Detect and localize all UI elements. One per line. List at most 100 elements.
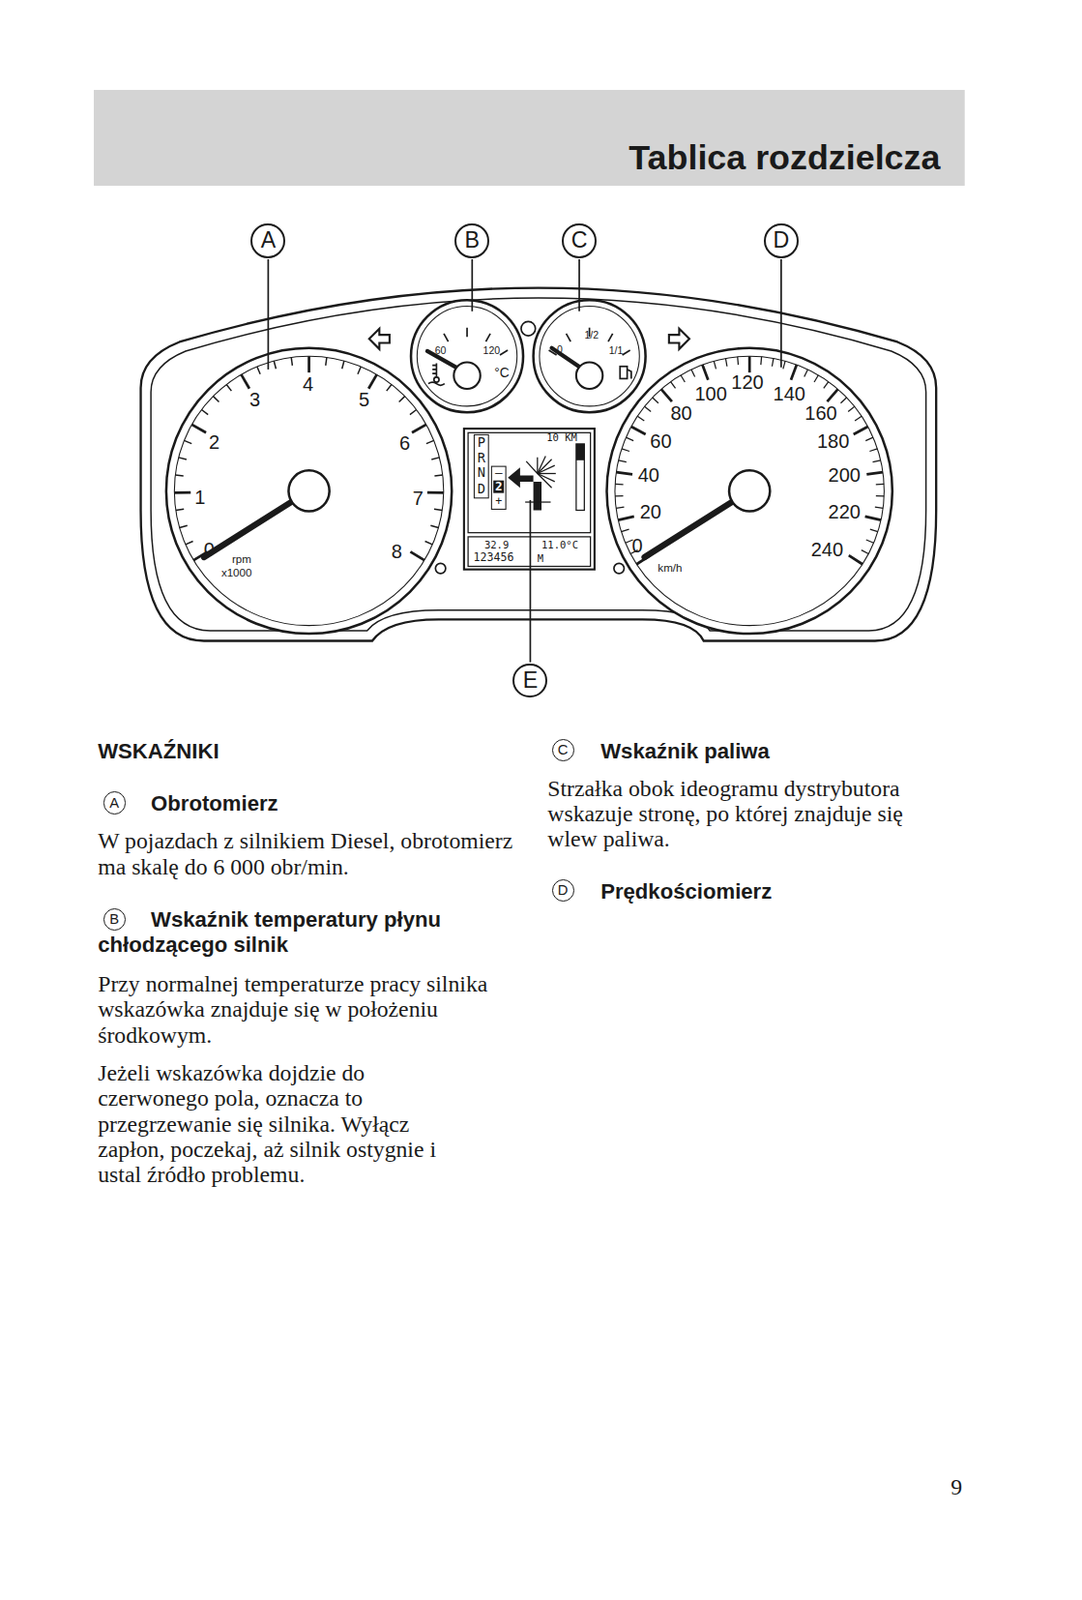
- callout-letter: B: [109, 911, 119, 927]
- tick-mark: [876, 495, 884, 498]
- tick-mark: [848, 555, 863, 564]
- tick-mark: [485, 333, 491, 342]
- body-text: W pojazdach z silnikiem Diesel, obrotomi…: [97, 827, 527, 879]
- tick-mark: [866, 539, 875, 543]
- gauge-label: 9: [950, 1475, 963, 1499]
- tick-mark: [701, 364, 708, 381]
- callout-letter: C: [571, 229, 588, 252]
- tick-mark: [179, 525, 188, 527]
- tick-mark: [823, 381, 829, 389]
- tick-mark: [625, 539, 634, 543]
- gauge-label: 0: [204, 539, 215, 559]
- gauge-label: R: [477, 451, 486, 466]
- tick-mark: [661, 388, 673, 402]
- tick-mark: [876, 483, 884, 486]
- gauge-label: 7: [412, 488, 424, 508]
- tick-mark: [368, 374, 378, 389]
- tick-mark: [386, 383, 392, 391]
- tick-mark: [680, 375, 685, 382]
- callout-circle: D: [763, 223, 799, 259]
- tick-mark: [614, 495, 623, 498]
- tick-mark: [357, 366, 361, 375]
- tick-mark: [804, 369, 809, 378]
- tick-mark: [622, 350, 631, 355]
- callout-letter: B: [465, 229, 480, 252]
- gauge-ticks: [174, 327, 884, 565]
- info-display: [464, 428, 595, 570]
- tick-mark: [426, 439, 435, 443]
- gauge-label: 240: [811, 539, 844, 559]
- tick-mark: [427, 491, 444, 495]
- gauge-label: N: [477, 467, 486, 481]
- tick-mark: [273, 360, 276, 369]
- tick-mark: [617, 516, 634, 521]
- gauge-label: 0: [556, 343, 563, 354]
- tick-mark: [342, 360, 345, 369]
- tick-mark: [865, 437, 874, 440]
- tick-mark: [848, 406, 855, 411]
- leader-lines: [267, 259, 781, 663]
- tick-mark: [870, 528, 878, 532]
- tick-mark: [307, 355, 311, 373]
- gauge-label: 100: [694, 383, 727, 404]
- cluster-housing: [141, 288, 937, 642]
- body-text: Wskaźnik paliwa: [600, 738, 770, 764]
- tick-mark: [814, 375, 819, 382]
- gauge-label: +: [495, 496, 502, 508]
- callout-circle: B: [454, 223, 490, 259]
- tick-mark: [725, 357, 728, 366]
- tick-mark: [608, 333, 614, 342]
- callout-letter: D: [557, 882, 569, 898]
- tick-mark: [201, 409, 208, 415]
- gauge-label: 8: [391, 541, 403, 561]
- gauge-icons: [428, 363, 632, 386]
- tick-mark: [875, 506, 883, 508]
- gauge-label: 0: [632, 535, 644, 556]
- gauge-label: 180: [817, 431, 849, 451]
- tick-mark: [854, 415, 862, 421]
- body-text: Jeżeli wskazówka dojdzie do czerwonego p…: [97, 1059, 480, 1188]
- tick-mark: [257, 366, 261, 375]
- gauge-label: 4: [302, 374, 314, 394]
- tick-mark: [621, 448, 630, 452]
- gauge-label: °C: [494, 366, 509, 381]
- tick-mark: [566, 333, 572, 342]
- gauge-label: 220: [828, 501, 861, 522]
- tick-mark: [191, 424, 206, 433]
- gauge-label: 120: [483, 344, 501, 355]
- tick-mark: [783, 360, 786, 369]
- tick-mark: [325, 356, 327, 365]
- tick-mark: [430, 525, 439, 527]
- tick-mark: [615, 471, 633, 474]
- gauge-label: 11.0°C: [541, 539, 579, 551]
- gauge-label: x1000: [221, 566, 253, 579]
- gauge-label: 1/1: [609, 344, 624, 355]
- tick-mark: [748, 355, 752, 373]
- tick-mark: [240, 374, 250, 389]
- gauge-label: 2: [208, 432, 220, 452]
- tick-mark: [183, 439, 192, 443]
- callout-circle: E: [512, 663, 548, 699]
- gauge-label: –: [495, 467, 503, 480]
- tick-mark: [869, 448, 878, 452]
- gauge-label: 10 KM: [546, 432, 578, 443]
- tick-mark: [637, 415, 644, 421]
- callout-circle: C: [561, 223, 597, 259]
- tick-mark: [644, 406, 652, 411]
- gauge-label: 60: [649, 431, 672, 451]
- header-band: [93, 89, 966, 186]
- gauge-label: 6: [399, 433, 410, 453]
- gauge-label: km/h: [657, 562, 682, 575]
- body-text: Strzałka obok ideogramu dystrybutora wsk…: [547, 775, 956, 852]
- tick-mark: [174, 491, 191, 495]
- body-text: Przy normalnej temperaturze pracy silnik…: [97, 970, 506, 1048]
- callout-letter: E: [523, 669, 538, 692]
- tick-mark: [865, 516, 881, 521]
- tick-mark: [691, 369, 696, 378]
- tick-mark: [399, 396, 406, 403]
- callout-circle: A: [250, 223, 286, 259]
- tick-mark: [631, 426, 646, 435]
- tick-mark: [826, 388, 838, 402]
- tick-mark: [434, 508, 442, 510]
